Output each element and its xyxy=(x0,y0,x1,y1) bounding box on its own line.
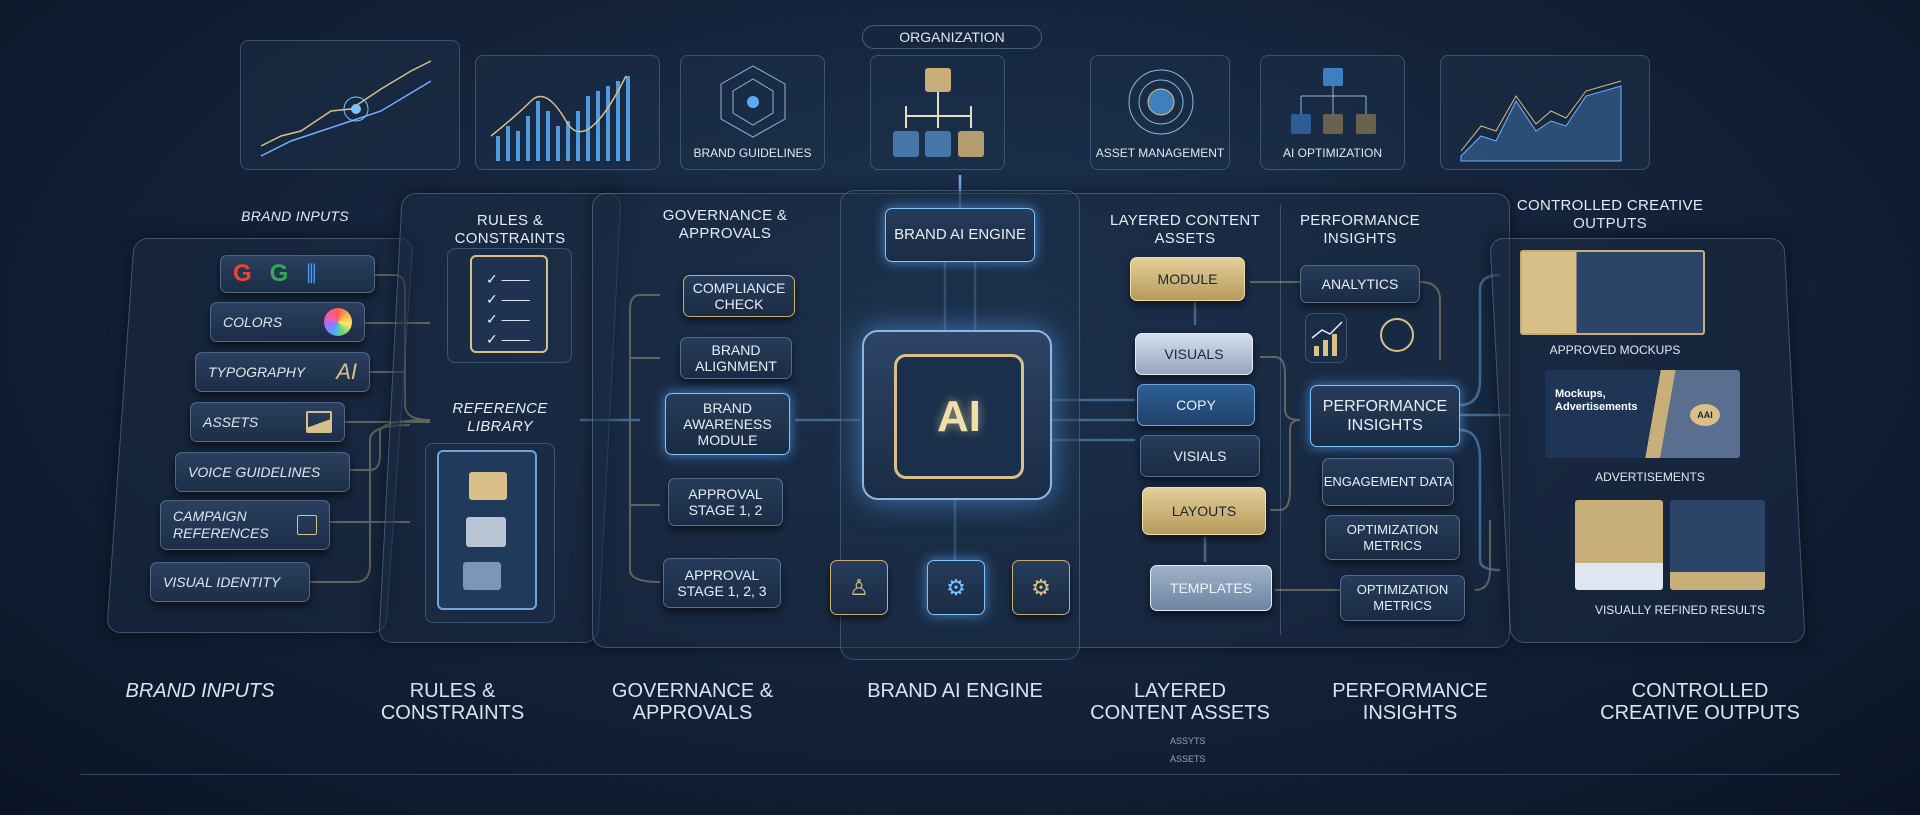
brand-input-visual-identity[interactable]: VISUAL IDENTITY xyxy=(150,562,310,602)
performance-title: PERFORMANCE INSIGHTS xyxy=(1300,212,1420,247)
ai-chip-label: AI xyxy=(937,391,981,441)
compliance-check[interactable]: COMPLIANCE CHECK xyxy=(683,275,795,317)
ai-type-icon: Ai xyxy=(336,359,357,384)
brand-awareness-module[interactable]: BRAND AWARENESS MODULE xyxy=(665,393,790,455)
layered-module[interactable]: MODULE xyxy=(1130,257,1245,301)
approval-stage-1-2-3[interactable]: APPROVAL STAGE 1, 2, 3 xyxy=(663,558,781,608)
engagement-data[interactable]: ENGAGEMENT DATA xyxy=(1322,458,1454,506)
brand-guidelines-label: BRAND GUIDELINES xyxy=(693,146,812,160)
brand-input-colors[interactable]: COLORS xyxy=(210,302,365,342)
footer-text-assyts: ASSYTS xyxy=(1170,736,1206,746)
campaign-icon xyxy=(297,515,317,535)
ai-optimization-panel: AI OPTIMIZATION xyxy=(1260,55,1405,170)
brand-input-voice-guidelines[interactable]: VOICE GUIDELINES xyxy=(175,452,350,492)
footer-rule xyxy=(80,774,1840,775)
folder-stack xyxy=(437,450,537,610)
layered-copy[interactable]: COPY xyxy=(1137,384,1255,426)
brand-guidelines-panel: BRAND GUIDELINES xyxy=(680,55,825,170)
mockup-laptop-image xyxy=(1520,250,1705,335)
bottom-label-brand-inputs: BRAND INPUTS xyxy=(125,680,275,702)
line-chart-icon xyxy=(260,60,432,157)
brand-ai-engine-box[interactable]: BRAND AI ENGINE xyxy=(885,208,1035,262)
flow-tree-icon xyxy=(1291,68,1376,134)
approval-stage-1-2[interactable]: APPROVAL STAGE 1, 2 xyxy=(668,478,783,526)
layered-visuals[interactable]: VISUALS xyxy=(1135,333,1253,375)
bottom-label-rules: RULES & CONSTRAINTS xyxy=(380,680,525,724)
trend-circle-icon xyxy=(1380,318,1414,352)
brand-inputs-title: BRAND INPUTS xyxy=(241,208,349,224)
brand-input-campaign-references[interactable]: CAMPAIGN REFERENCES xyxy=(160,500,330,550)
bar-chart-icon xyxy=(490,75,630,161)
network-globe-icon xyxy=(1128,69,1194,135)
ai-chip-core: AI xyxy=(894,354,1024,479)
brand-input-assets[interactable]: ASSETS xyxy=(190,402,345,442)
advertisements-label: ADVERTISEMENTS xyxy=(1595,470,1705,484)
bar-chart-panel xyxy=(475,55,660,170)
area-chart-icon xyxy=(1460,80,1622,162)
engine-optimize-button[interactable]: ⚙ xyxy=(1012,560,1070,615)
bottom-label-layered: LAYERED CONTENT ASSETS xyxy=(1090,680,1270,724)
analytics[interactable]: ANALYTICS xyxy=(1300,265,1420,303)
folder-icon xyxy=(463,562,501,590)
governance-title: GOVERNANCE & APPROVALS xyxy=(662,207,788,242)
layered-title: LAYERED CONTENT ASSETS xyxy=(1109,212,1261,247)
cog-icon: ⚙ xyxy=(1031,574,1051,600)
ai-chip[interactable]: AI xyxy=(862,330,1052,500)
visual-identity-label: VISUAL IDENTITY xyxy=(163,574,281,590)
organization-panel xyxy=(870,55,1005,170)
refined-result-image-2 xyxy=(1670,500,1765,590)
area-chart-panel xyxy=(1440,55,1650,170)
google-logo-icon: G xyxy=(233,260,252,287)
campaign-references-label: CAMPAIGN REFERENCES xyxy=(173,508,269,541)
layered-layouts[interactable]: LAYOUTS xyxy=(1142,487,1266,535)
refined-result-image-1 xyxy=(1575,500,1663,590)
column-divider xyxy=(1280,205,1281,635)
bottom-label-governance: GOVERNANCE & APPROVALS xyxy=(611,680,774,724)
bottom-label-engine: BRAND AI ENGINE xyxy=(867,680,1043,702)
organization-pill: ORGANIZATION xyxy=(862,25,1042,49)
brand-alignment[interactable]: BRAND ALIGNMENT xyxy=(680,337,792,379)
bottom-label-performance: PERFORMANCE INSIGHTS xyxy=(1332,680,1488,724)
asset-management-panel: ASSET MANAGEMENT xyxy=(1090,55,1230,170)
brand-input-typography[interactable]: TYPOGRAPHY Ai xyxy=(195,352,370,392)
folder-icon xyxy=(466,517,506,547)
engine-settings-button[interactable]: ⚙ xyxy=(927,560,985,615)
gear-icon: ⚙ xyxy=(946,574,966,600)
bottom-label-outputs: CONTROLLED CREATIVE OUTPUTS xyxy=(1600,680,1800,724)
user-check-icon: ♙ xyxy=(849,574,869,600)
approved-mockups-label: APPROVED MOCKUPS xyxy=(1549,343,1681,357)
outputs-title: CONTROLLED CREATIVE OUTPUTS xyxy=(1516,197,1704,232)
image-icon xyxy=(306,411,332,433)
ai-optimization-label: AI OPTIMIZATION xyxy=(1282,146,1383,160)
line-chart-panel xyxy=(240,40,460,170)
checklist-icon: ✓ ——✓ ——✓ ——✓ —— xyxy=(470,255,548,353)
layered-templates[interactable]: TEMPLATES xyxy=(1150,565,1272,611)
color-wheel-icon xyxy=(324,308,352,336)
analytics-chart-icon xyxy=(1305,313,1347,363)
colors-label: COLORS xyxy=(223,314,283,330)
footer-text-assets: ASSETS xyxy=(1170,754,1206,764)
optimization-metrics-1[interactable]: OPTIMIZATION METRICS xyxy=(1325,515,1460,560)
engine-user-button[interactable]: ♙ xyxy=(830,560,888,615)
ad-badge: AAI xyxy=(1690,404,1720,426)
assets-label: ASSETS xyxy=(203,414,259,430)
brand-mark-icon: ⫼ xyxy=(306,261,317,286)
folder-icon xyxy=(469,472,507,500)
radar-chart-icon xyxy=(720,65,786,138)
optimization-metrics-2[interactable]: OPTIMIZATION METRICS xyxy=(1340,575,1465,621)
typography-label: TYPOGRAPHY xyxy=(208,364,306,380)
ad-heading: Mockups, Advertisements xyxy=(1555,388,1638,413)
asset-management-label: ASSET MANAGEMENT xyxy=(1095,146,1225,160)
voice-guidelines-label: VOICE GUIDELINES xyxy=(188,464,321,480)
performance-insights-box[interactable]: PERFORMANCE INSIGHTS xyxy=(1310,385,1460,447)
reference-library-title: REFERENCE LIBRARY xyxy=(452,400,548,435)
google-logo-icon: G xyxy=(269,260,289,287)
layered-visials[interactable]: VISIALS xyxy=(1140,435,1260,477)
org-chart-icon xyxy=(893,68,984,157)
brand-input-logos[interactable]: G G ⫼ xyxy=(220,255,375,293)
advertisement-image: Mockups, Advertisements AAI xyxy=(1545,370,1740,458)
visually-refined-results-label: VISUALLY REFINED RESULTS xyxy=(1594,603,1766,617)
rules-title: RULES & CONSTRAINTS xyxy=(454,212,566,247)
